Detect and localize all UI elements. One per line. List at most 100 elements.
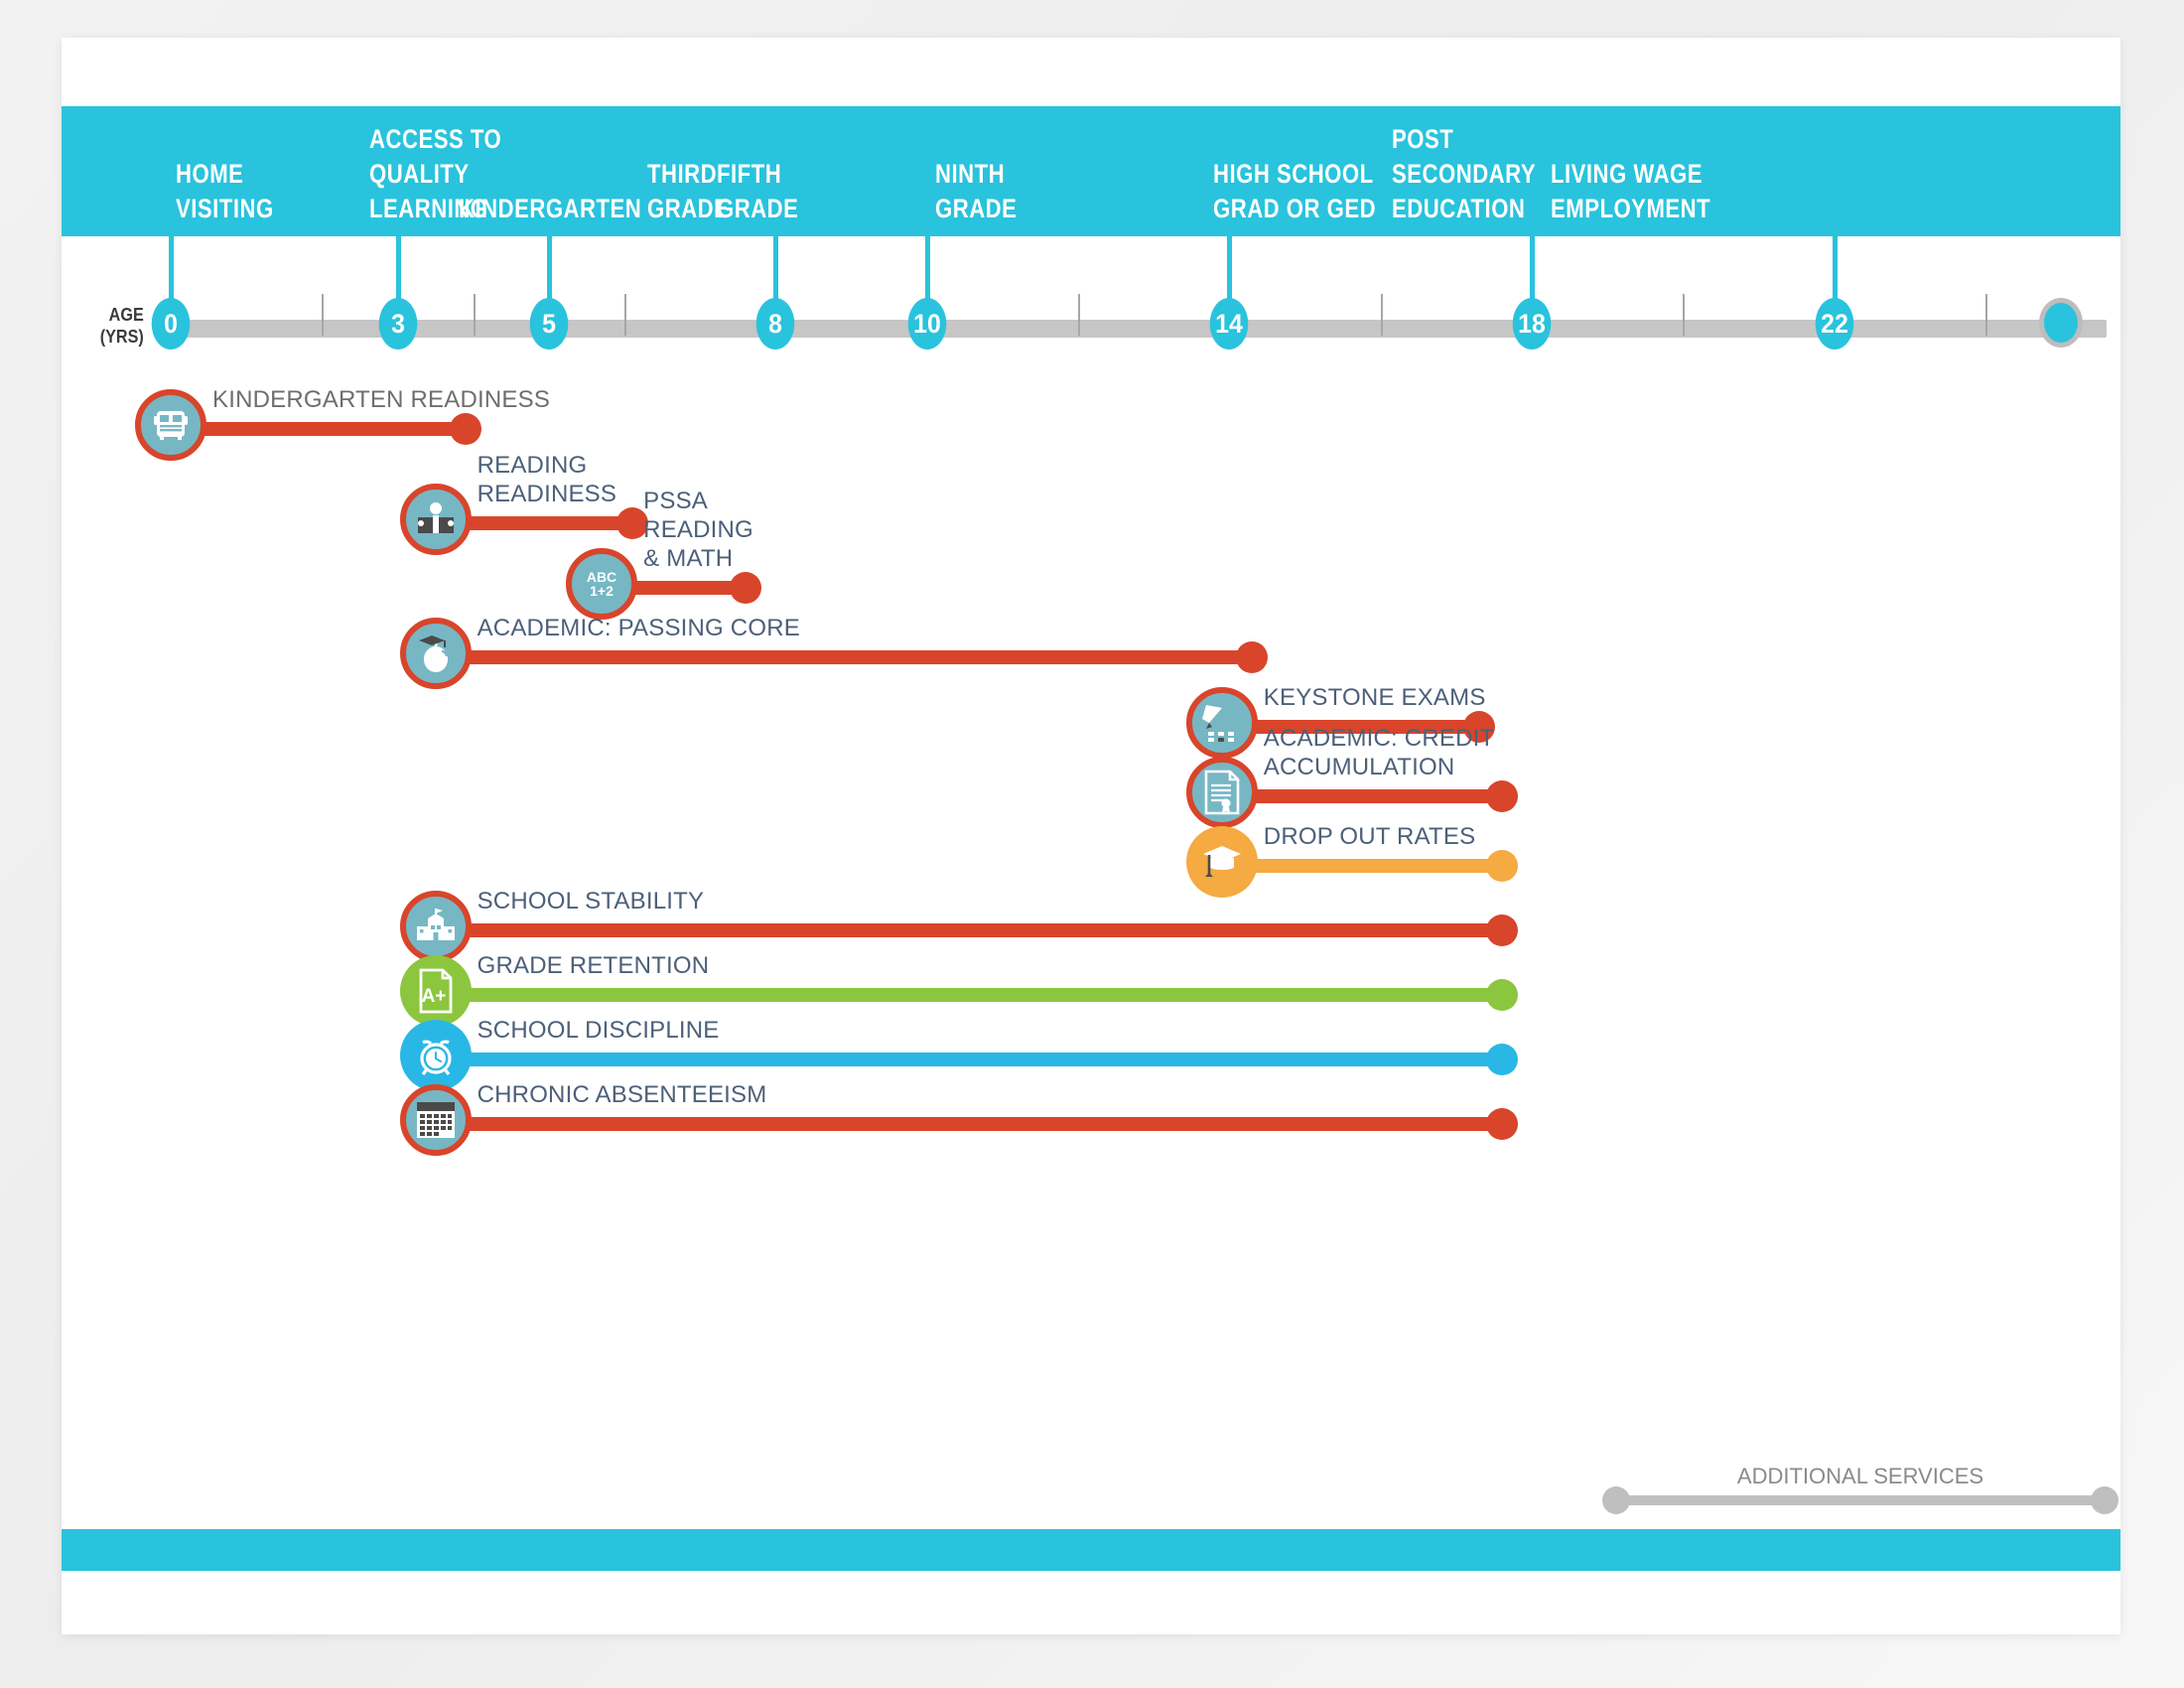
indicator-bar bbox=[171, 422, 467, 436]
stage-label: THIRD GRADE bbox=[647, 159, 730, 223]
axis-tick bbox=[473, 294, 476, 336]
diploma-icon[interactable] bbox=[1185, 757, 1258, 828]
indicator-row[interactable]: READING READINESS bbox=[62, 452, 2120, 569]
indicator-label: SCHOOL STABILITY bbox=[477, 888, 705, 914]
stage-label: HOME VISITING bbox=[176, 159, 274, 223]
age-node-8: 8 bbox=[756, 298, 795, 350]
indicator-end-dot bbox=[1485, 1108, 1518, 1140]
indicator-end-dot bbox=[729, 572, 761, 604]
school-building-icon[interactable] bbox=[399, 891, 472, 962]
indicator-bar bbox=[435, 923, 1502, 937]
stage-label: ACCESS TO QUALITY LEARNING bbox=[369, 124, 502, 223]
age-node-10: 10 bbox=[907, 298, 947, 350]
stage-label: FIFTH GRADE bbox=[717, 159, 799, 223]
indicator-end-dot bbox=[1485, 914, 1518, 946]
indicator-row[interactable]: DROP OUT RATES bbox=[62, 812, 2120, 912]
indicator-end-dot bbox=[1485, 780, 1518, 812]
age-node-stem bbox=[1227, 236, 1233, 302]
graduation-cap-icon[interactable] bbox=[1185, 826, 1258, 898]
indicator-bar bbox=[1221, 789, 1502, 803]
svg-text:ABC: ABC bbox=[587, 569, 616, 585]
age-node-stem bbox=[1832, 236, 1838, 302]
school-bus-icon[interactable] bbox=[135, 389, 206, 461]
svg-text:A+: A+ bbox=[421, 986, 446, 1007]
indicator-bar bbox=[435, 1117, 1502, 1131]
indicator-label: KINDERGARTEN READINESS bbox=[212, 386, 551, 413]
axis-tick bbox=[322, 294, 325, 336]
age-node-stem bbox=[924, 236, 930, 302]
additional-services-end-dot bbox=[2091, 1486, 2118, 1514]
indicator-bar bbox=[435, 650, 1253, 664]
additional-services-label: ADDITIONAL SERVICES bbox=[1736, 1464, 1984, 1488]
axis-end-cap bbox=[2039, 298, 2084, 348]
age-node-22: 22 bbox=[1815, 298, 1854, 350]
age-node-stem bbox=[395, 236, 401, 302]
indicator-end-dot bbox=[1462, 711, 1495, 743]
indicator-end-dot bbox=[1485, 1044, 1518, 1075]
indicator-bar bbox=[435, 988, 1502, 1002]
additional-services-track bbox=[1616, 1495, 2105, 1505]
indicator-label: GRADE RETENTION bbox=[477, 952, 710, 979]
age-node-18: 18 bbox=[1512, 298, 1552, 350]
indicator-row[interactable]: KEYSTONE EXAMS bbox=[62, 673, 2120, 773]
indicator-row[interactable]: KINDERGARTEN READINESS bbox=[62, 375, 2120, 475]
age-axis-caption: AGE (YRS) bbox=[99, 305, 144, 347]
indicator-row[interactable]: ACADEMIC: CREDIT ACCUMULATION bbox=[62, 725, 2120, 842]
indicator-bar bbox=[1221, 859, 1502, 873]
indicator-label: SCHOOL DISCIPLINE bbox=[477, 1017, 720, 1044]
axis-tick bbox=[1380, 294, 1383, 336]
additional-services-bar: ADDITIONAL SERVICES bbox=[1602, 1464, 2118, 1525]
stage-label: NINTH GRADE bbox=[935, 159, 1018, 223]
age-node-14: 14 bbox=[1210, 298, 1249, 350]
age-node-stem bbox=[1530, 236, 1536, 302]
stage-label: HIGH SCHOOL GRAD OR GED bbox=[1213, 159, 1377, 223]
indicator-row[interactable]: ACADEMIC: PASSING CORE bbox=[62, 604, 2120, 703]
axis-track bbox=[171, 320, 2107, 338]
stage-header-band bbox=[62, 106, 2120, 236]
svg-text:1+2: 1+2 bbox=[590, 583, 614, 599]
indicator-bar bbox=[602, 581, 746, 595]
open-book-icon[interactable] bbox=[399, 484, 472, 555]
pencil-test-icon[interactable] bbox=[1185, 687, 1258, 759]
indicator-label: ACADEMIC: PASSING CORE bbox=[477, 615, 800, 641]
indicator-label: READING READINESS bbox=[477, 452, 617, 507]
age-node-0: 0 bbox=[151, 298, 191, 350]
indicator-label: ACADEMIC: CREDIT ACCUMULATION bbox=[1263, 725, 1495, 780]
indicator-end-dot bbox=[1485, 850, 1518, 882]
indicator-label: CHRONIC ABSENTEEISM bbox=[477, 1081, 767, 1108]
indicator-row[interactable]: A+ GRADE RETENTION bbox=[62, 941, 2120, 1041]
calendar-icon[interactable] bbox=[399, 1084, 472, 1156]
stage-label: POST SECONDARY EDUCATION bbox=[1392, 124, 1537, 223]
indicator-bar bbox=[435, 1053, 1502, 1066]
indicator-label: PSSA READING & MATH bbox=[643, 488, 753, 572]
age-node-5: 5 bbox=[529, 298, 569, 350]
age-node-stem bbox=[773, 236, 779, 302]
axis-tick bbox=[1683, 294, 1686, 336]
indicator-end-dot bbox=[450, 413, 482, 445]
indicator-label: DROP OUT RATES bbox=[1263, 823, 1476, 850]
footer-band bbox=[62, 1529, 2120, 1571]
a-plus-paper-icon[interactable]: A+ bbox=[399, 955, 472, 1027]
indicator-row[interactable]: CHRONIC ABSENTEEISM bbox=[62, 1070, 2120, 1170]
apple-graduation-icon[interactable] bbox=[399, 618, 472, 689]
alarm-clock-icon[interactable] bbox=[399, 1020, 472, 1091]
stage-label: LIVING WAGE EMPLOYMENT bbox=[1551, 159, 1711, 223]
age-axis: AGE (YRS) 0 3 5 8 10 14 18 22 bbox=[62, 236, 2120, 350]
additional-services-start-dot bbox=[1602, 1486, 1630, 1514]
indicator-end-dot bbox=[1485, 979, 1518, 1011]
axis-tick bbox=[1078, 294, 1081, 336]
infographic-card: HOME VISITING ACCESS TO QUALITY LEARNING K… bbox=[62, 38, 2120, 1634]
axis-tick bbox=[1985, 294, 1988, 336]
axis-tick bbox=[624, 294, 627, 336]
indicator-bar bbox=[1221, 720, 1479, 734]
indicator-end-dot bbox=[1236, 641, 1269, 673]
age-node-stem bbox=[169, 236, 174, 302]
age-node-stem bbox=[546, 236, 552, 302]
age-node-3: 3 bbox=[378, 298, 417, 350]
indicator-bar bbox=[435, 516, 632, 530]
indicator-end-dot bbox=[615, 507, 648, 539]
indicator-row[interactable]: SCHOOL STABILITY bbox=[62, 877, 2120, 976]
indicator-row[interactable]: SCHOOL DISCIPLINE bbox=[62, 1006, 2120, 1105]
